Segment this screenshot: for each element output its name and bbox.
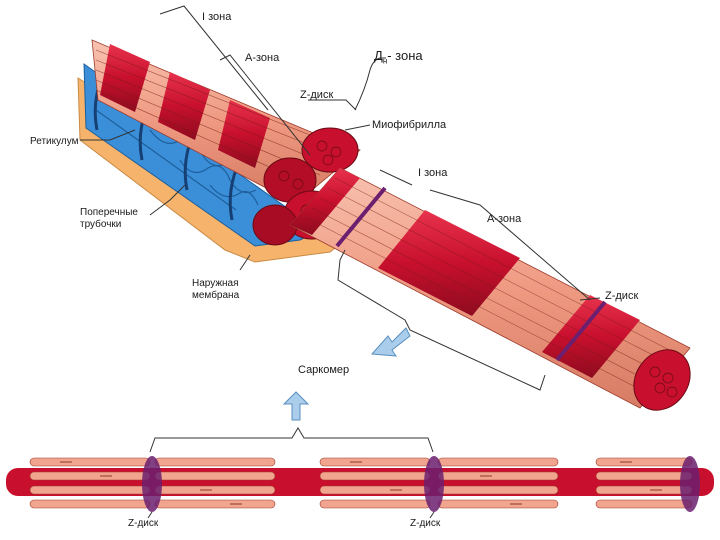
h-zone-suffix: - зона xyxy=(387,48,423,63)
label-myofibril: Миофибрилла xyxy=(372,119,447,131)
label-a-zone-top: A-зона xyxy=(245,52,280,64)
label-sarcomere: Саркомер xyxy=(298,364,350,376)
sarcomere-unit-3 xyxy=(595,456,700,512)
label-membrane-2: мембрана xyxy=(192,290,240,301)
label-z-disk-bottom-2: Z-диск xyxy=(410,518,441,529)
label-t-tubules-2: трубочки xyxy=(80,219,122,230)
label-a-zone-mid: A-зона xyxy=(487,213,522,225)
z-disk-ring-1 xyxy=(335,186,387,248)
label-membrane-1: Наружная xyxy=(192,278,239,289)
t-tubules-leader xyxy=(149,184,186,216)
reticulum-leader xyxy=(80,129,136,141)
z-disk-2 xyxy=(424,456,444,512)
fiber-block xyxy=(77,39,691,411)
membrane-leader xyxy=(239,254,251,271)
sarcomere-unit-1 xyxy=(29,456,276,512)
arrow-up-icon xyxy=(282,391,310,421)
label-i-zone-mid: I зона xyxy=(418,167,448,179)
sarcomere-unit-2 xyxy=(319,456,559,512)
z-disk-top-leader xyxy=(308,99,357,111)
label-h-zone: Дн- зона xyxy=(374,48,423,68)
z-disk-ring-2 xyxy=(555,300,607,362)
i-zone-top-bracket xyxy=(159,5,269,111)
label-i-zone-top: I зона xyxy=(202,11,232,23)
h-zone-leader xyxy=(354,57,386,111)
myofibril-ends xyxy=(252,127,359,246)
a-zone-top-bracket xyxy=(219,54,311,156)
sarcomere-top-bracket xyxy=(337,249,546,391)
arrow-down-icon xyxy=(370,327,411,357)
z-disk-1 xyxy=(142,456,162,512)
a-zone-mid-bracket xyxy=(429,189,591,301)
z-disk-mid-leader xyxy=(579,297,601,301)
upper-brackets xyxy=(80,5,601,391)
h-zone-letter: Д xyxy=(374,48,383,63)
z-disk-3 xyxy=(680,456,700,512)
label-t-tubules-1: Поперечные xyxy=(80,207,138,218)
label-z-disk-top: Z-диск xyxy=(300,89,334,101)
label-reticulum: Ретикулум xyxy=(30,136,79,147)
filament-row xyxy=(6,456,714,519)
label-z-disk-bottom-1: Z-диск xyxy=(128,518,159,529)
sarcomere-bottom-bracket xyxy=(149,427,434,453)
label-z-disk-mid: Z-диск xyxy=(605,290,639,302)
myofibril-leader xyxy=(344,124,371,131)
extended-myofibril xyxy=(289,167,691,411)
h-zone-sub: н xyxy=(382,56,388,66)
i-zone-mid-bracket xyxy=(379,169,413,186)
